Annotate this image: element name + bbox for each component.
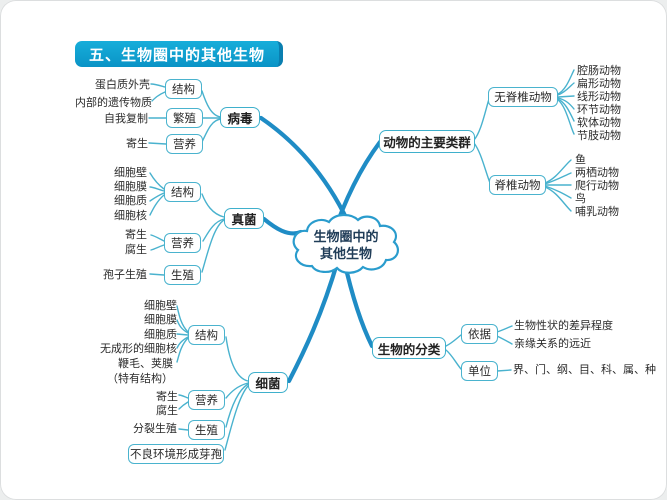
vertebrates-box: 脊椎动物 (489, 175, 546, 195)
vertebrate-item: 哺乳动物 (575, 205, 619, 218)
classification-basis-box: 依据 (461, 324, 498, 344)
classification-connectors (445, 325, 513, 372)
fungi-nutrition-item: 腐生 (125, 243, 147, 256)
fungi-structure-item: 细胞质 (114, 194, 147, 207)
bacteria-nutrition-item: 腐生 (156, 404, 178, 417)
classification-unit-box: 单位 (461, 361, 498, 381)
bacteria-structure-item: 细胞膜 (144, 313, 177, 326)
virus-reproduction-box: 繁殖 (166, 108, 203, 128)
virus-structure-item: 内部的遗传物质 (75, 96, 152, 109)
center-topic-line1: 生物圈中的 (313, 230, 379, 245)
bacteria-reproduction-box: 生殖 (188, 420, 225, 440)
bacteria-reproduction-item: 分裂生殖 (133, 422, 177, 435)
center-cloud (292, 213, 399, 274)
center-topic-line2: 其他生物 (319, 247, 372, 262)
invertebrate-item: 环节动物 (577, 103, 621, 116)
fungi-structure-item: 细胞膜 (114, 180, 147, 193)
bacteria-nutrition-box: 营养 (188, 390, 225, 410)
vertebrate-item: 鸟 (575, 192, 586, 205)
invertebrate-item: 节肢动物 (577, 129, 621, 142)
virus-reproduction-item: 自我复制 (104, 112, 148, 125)
invertebrate-item: 扁形动物 (577, 77, 621, 90)
bacteria-structure-item: 鞭毛、荚膜 (118, 357, 173, 370)
vertebrate-item: 鱼 (575, 153, 586, 166)
fungi-reproduction-box: 生殖 (164, 265, 201, 285)
branch-fungi-line (261, 216, 304, 236)
node-animal-groups: 动物的主要类群 (379, 130, 475, 153)
fungi-reproduction-item: 孢子生殖 (103, 268, 147, 281)
classification-basis-item: 亲缘关系的远近 (514, 337, 591, 350)
invertebrates-box: 无脊椎动物 (488, 87, 558, 107)
bacteria-connectors (176, 305, 249, 451)
fungi-structure-box: 结构 (164, 182, 201, 202)
vertebrate-item: 爬行动物 (575, 179, 619, 192)
fungi-structure-item: 细胞核 (114, 209, 147, 222)
fungi-connectors (149, 172, 225, 276)
bacteria-structure-item: 无成形的细胞核 (100, 342, 177, 355)
bacteria-structure-item: 细胞壁 (144, 299, 177, 312)
bacteria-structure-item: 细胞质 (144, 328, 177, 341)
bacteria-nutrition-item: 寄生 (156, 390, 178, 403)
invertebrate-item: 线形动物 (577, 90, 621, 103)
virus-connectors (148, 83, 222, 145)
classification-basis-item: 生物性状的差异程度 (514, 319, 613, 332)
node-bacteria: 细菌 (248, 372, 288, 393)
bacteria-spore-box: 不良环境形成芽孢 (128, 444, 224, 464)
virus-structure-box: 结构 (165, 79, 202, 99)
invertebrate-item: 腔肠动物 (577, 64, 621, 77)
page-title: 五、生物圈中的其他生物 (75, 41, 284, 67)
virus-nutrition-box: 营养 (166, 134, 203, 154)
vertebrate-item: 两栖动物 (575, 166, 619, 179)
node-virus: 病毒 (220, 107, 260, 128)
center-topic: 生物圈中的 其他生物 (300, 229, 392, 263)
bacteria-structure-item: （特有结构） (107, 372, 173, 385)
virus-nutrition-item: 寄生 (126, 137, 148, 150)
branch-bacteria-line (286, 257, 341, 384)
animals-connectors (473, 69, 575, 212)
fungi-nutrition-box: 营养 (164, 233, 201, 253)
fungi-structure-item: 细胞壁 (114, 166, 147, 179)
node-fungi: 真菌 (224, 208, 264, 229)
virus-structure-item: 蛋白质外壳 (95, 78, 150, 91)
classification-unit-item: 界、门、纲、目、科、属、种 (513, 363, 656, 376)
node-classification: 生物的分类 (372, 337, 446, 359)
fungi-nutrition-item: 寄生 (125, 228, 147, 241)
bacteria-structure-box: 结构 (188, 325, 225, 345)
invertebrate-item: 软体动物 (577, 116, 621, 129)
